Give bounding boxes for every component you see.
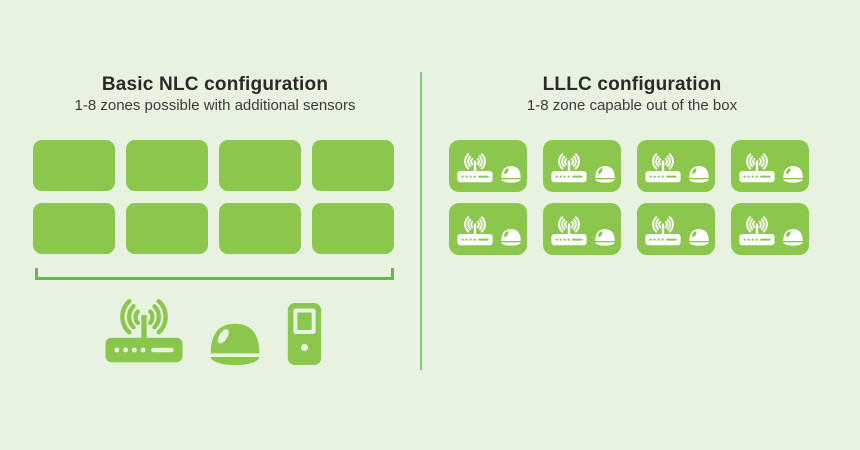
zone-group-bracket: [35, 268, 394, 280]
wifi-router-icon: [737, 151, 777, 183]
wifi-router-icon: [643, 214, 683, 246]
wall-station-icon: [287, 302, 322, 366]
lllc-title: LLLC configuration: [542, 74, 722, 95]
dome-sensor-icon: [594, 228, 616, 246]
dome-sensor-icon: [782, 165, 804, 183]
panel-divider-line: [420, 72, 422, 370]
zone-box: [449, 140, 527, 192]
dome-sensor-icon: [500, 228, 522, 246]
dome-sensor-icon: [688, 165, 710, 183]
zone-box: [312, 203, 394, 254]
dome-sensor-icon: [594, 165, 616, 183]
dome-sensor-icon: [208, 321, 262, 366]
wifi-router-icon: [455, 214, 495, 246]
basic-nlc-title: Basic NLC configuration: [101, 74, 329, 95]
wifi-router-icon: [455, 151, 495, 183]
zone-box: [33, 140, 115, 191]
wifi-router-icon: [100, 294, 188, 364]
zone-box: [219, 203, 301, 254]
basic-nlc-zone-grid: [33, 140, 394, 254]
zone-box: [543, 203, 621, 255]
zone-box: [731, 203, 809, 255]
wifi-router-icon: [643, 151, 683, 183]
lllc-zone-grid: [449, 140, 809, 255]
zone-box: [637, 203, 715, 255]
basic-nlc-subtitle: 1-8 zones possible with additional senso…: [74, 97, 356, 114]
zone-box: [731, 140, 809, 192]
dome-sensor-icon: [500, 165, 522, 183]
wifi-router-icon: [549, 214, 589, 246]
zone-box: [312, 140, 394, 191]
zone-box: [219, 140, 301, 191]
wifi-router-icon: [737, 214, 777, 246]
zone-box: [637, 140, 715, 192]
zone-box: [543, 140, 621, 192]
zone-box: [33, 203, 115, 254]
lllc-subtitle: 1-8 zone capable out of the box: [526, 97, 738, 114]
dome-sensor-icon: [782, 228, 804, 246]
dome-sensor-icon: [688, 228, 710, 246]
zone-box: [449, 203, 527, 255]
wifi-router-icon: [549, 151, 589, 183]
zone-box: [126, 140, 208, 191]
zone-box: [126, 203, 208, 254]
